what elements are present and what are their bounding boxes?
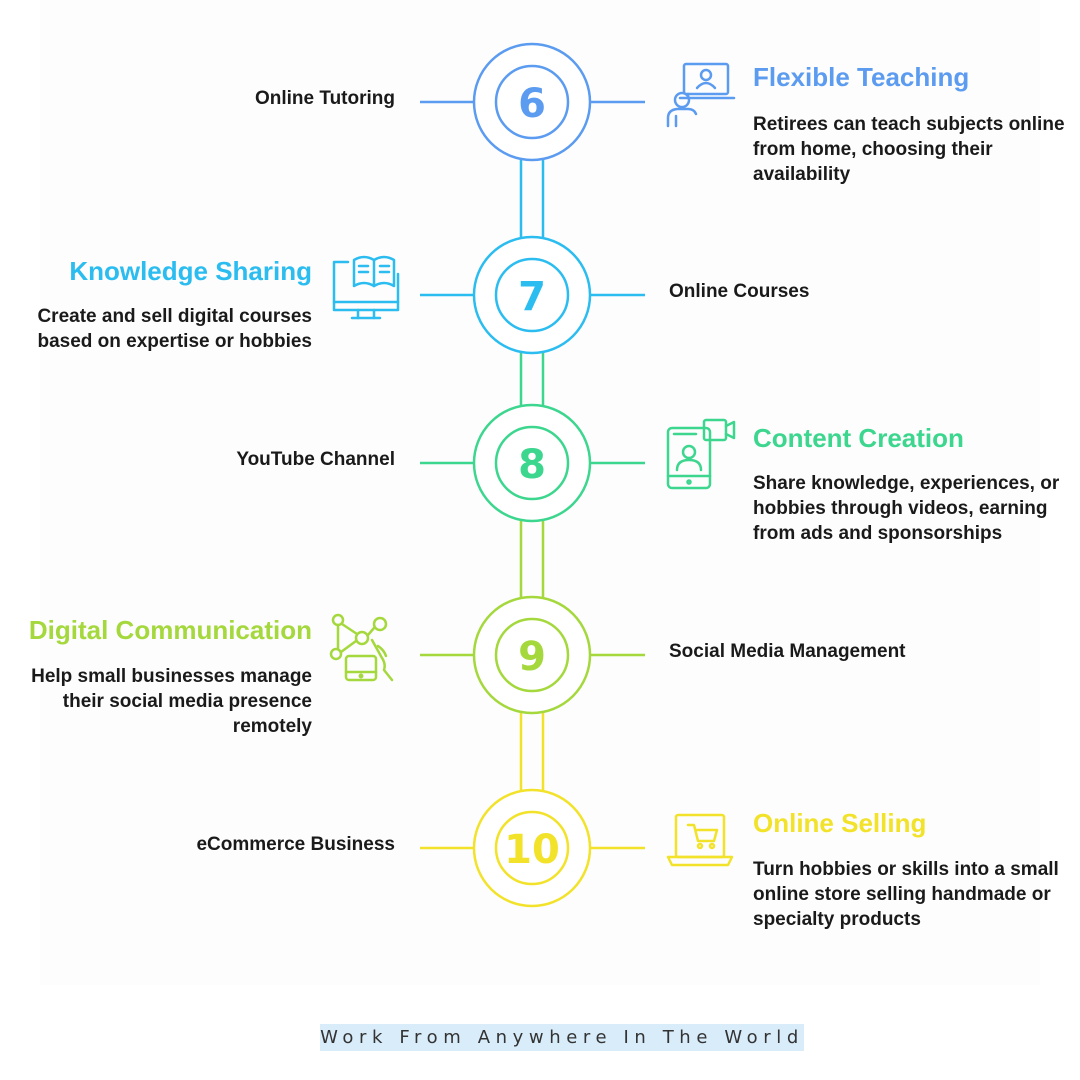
step-8-number: 8 [518,442,546,488]
step-10-label: eCommerce Business [196,834,395,855]
step-6-label: Online Tutoring [254,88,395,109]
step-9-inner-circle [494,617,570,693]
video-phone-icon [660,418,740,498]
book-monitor-icon [328,250,408,330]
step-6-title: Flexible Teaching [753,62,970,92]
step-10-inner-circle [494,810,570,886]
step-7-description: Create and sell digital courses based on… [37,306,312,352]
step-8-inner-circle [494,425,570,501]
step-7-number: 7 [518,274,546,320]
step-9-number: 9 [518,634,546,680]
step-9-label: Social Media Management [669,641,906,662]
step-6-number: 6 [518,81,546,127]
teacher-laptop-icon [660,58,740,138]
step-10-description: Turn hobbies or skills into a small onli… [753,859,1059,930]
cart-laptop-icon [660,805,740,885]
step-6-description: Retirees can teach subjects online from … [753,114,1065,185]
step-7-title: Knowledge Sharing [69,256,312,286]
step-7-label: Online Courses [669,281,810,302]
step-8-description: Share knowledge, experiences, or hobbies… [753,473,1060,544]
step-6-inner-circle [494,64,570,140]
step-10-number: 10 [504,827,560,873]
step-9-description: Help small businesses manage their socia… [31,666,312,737]
step-9-title: Digital Communication [28,615,312,645]
step-8-label: YouTube Channel [236,449,395,470]
step-10-title: Online Selling [753,808,927,838]
social-network-hand-icon [328,612,408,692]
footer-banner: Work From Anywhere In The World [320,1024,804,1051]
step-8-title: Content Creation [753,423,964,453]
step-7-inner-circle [494,257,570,333]
